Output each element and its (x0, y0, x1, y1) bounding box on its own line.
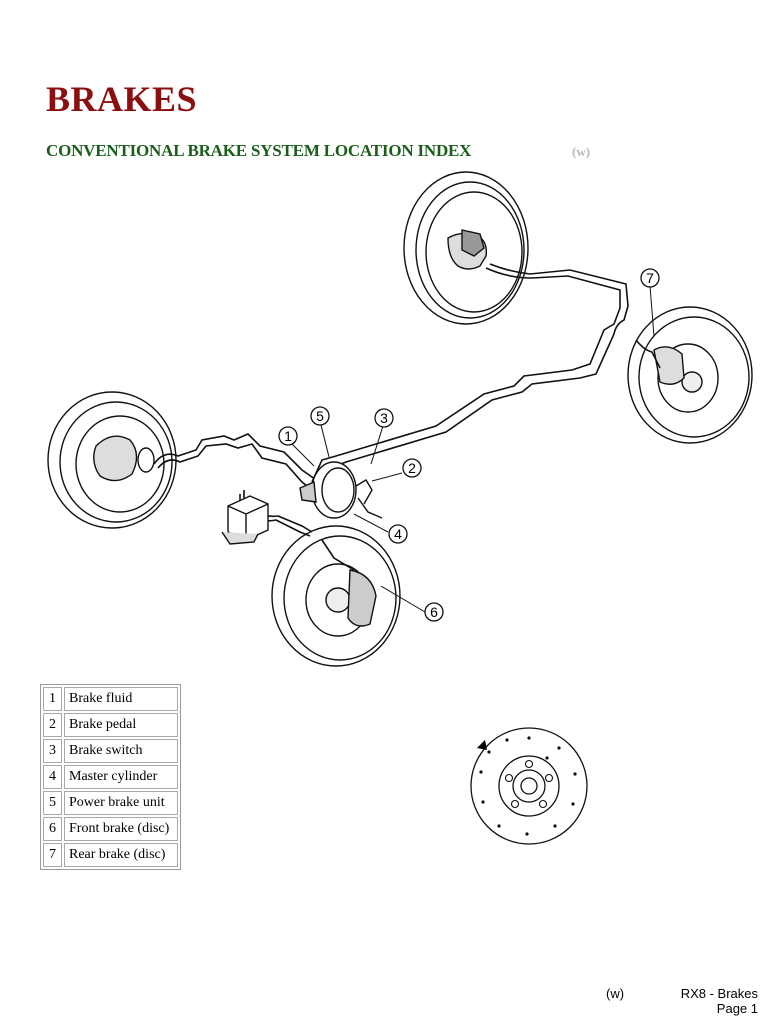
callout-3-label: 3 (380, 410, 388, 426)
legend-num: 7 (43, 843, 62, 867)
footer-page-number: Page 1 (716, 1001, 758, 1016)
callout-6-label: 6 (430, 604, 438, 620)
callout-3 (374, 408, 394, 428)
legend-num: 3 (43, 739, 62, 763)
legend-num: 6 (43, 817, 62, 841)
subtitle-tag: (w) (572, 144, 591, 159)
callout-2 (402, 458, 422, 478)
callout-5 (310, 406, 330, 426)
callout-markers (278, 268, 660, 622)
legend-label: Power brake unit (64, 791, 178, 815)
legend-label: Rear brake (disc) (64, 843, 178, 867)
brake-disc-illustration (461, 727, 588, 845)
page-subtitle: CONVENTIONAL BRAKE SYSTEM LOCATION INDEX (46, 141, 472, 160)
callout-4-label: 4 (394, 526, 402, 542)
brake-system-diagram: 1 5 3 2 4 6 7 (47, 171, 753, 667)
legend-label: Brake fluid (64, 687, 178, 711)
legend-label: Front brake (disc) (64, 817, 178, 841)
legend-label: Brake switch (64, 739, 178, 763)
callout-6 (424, 602, 444, 622)
page-title: BRAKES (46, 79, 198, 119)
hydraulic-unit (221, 495, 269, 545)
callout-2-label: 2 (408, 460, 416, 476)
rear-left-wheel (627, 306, 753, 444)
callout-7 (640, 268, 660, 288)
arrow-icon (461, 728, 487, 750)
legend-num: 4 (43, 765, 62, 789)
vent-holes (479, 736, 577, 836)
front-right-wheel (271, 525, 401, 667)
lug-holes (504, 759, 554, 809)
footer-tag: (w) (606, 986, 625, 1001)
legend-num: 1 (43, 687, 62, 711)
legend-num: 5 (43, 791, 62, 815)
callout-4 (388, 524, 408, 544)
callout-1-label: 1 (284, 428, 292, 444)
power-brake-unit (299, 461, 383, 519)
footer-doc-info: RX8 - Brakes Page 1 (681, 986, 758, 1016)
callout-leaders (291, 285, 655, 613)
legend-label: Master cylinder (64, 765, 178, 789)
callout-1 (278, 426, 298, 446)
rear-right-wheel (403, 171, 529, 325)
callout-7-label: 7 (646, 270, 654, 286)
footer-doc-title: RX8 - Brakes (680, 986, 758, 1001)
legend-num: 2 (43, 713, 62, 737)
callout-5-label: 5 (316, 408, 324, 424)
legend-label: Brake pedal (64, 713, 178, 737)
